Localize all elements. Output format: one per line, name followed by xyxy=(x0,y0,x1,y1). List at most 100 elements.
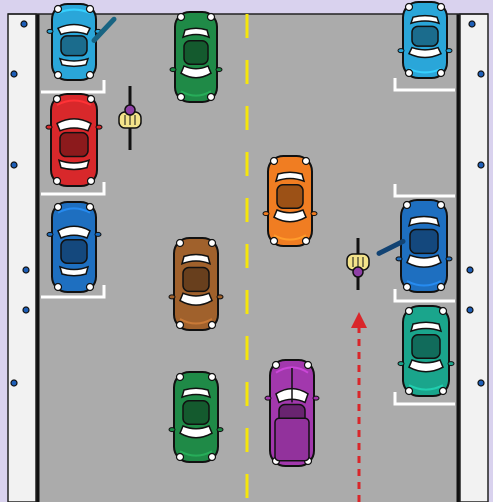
vehicle-taillight xyxy=(87,72,94,79)
marker-left-1 xyxy=(21,21,27,27)
vehicle-headlight xyxy=(177,322,184,329)
vehicle-taillight xyxy=(303,158,310,165)
left-sidewalk xyxy=(8,14,36,502)
vehicle-roof xyxy=(61,36,87,56)
vehicle-mirror xyxy=(263,212,269,216)
marker-left-4 xyxy=(23,267,29,273)
vehicle-taillight xyxy=(271,158,278,165)
moving-car-green-bottom xyxy=(169,372,223,462)
vehicle-roof xyxy=(60,133,88,157)
vehicle-headlight xyxy=(209,454,216,461)
right-sidewalk xyxy=(460,14,488,502)
vehicle-mirror xyxy=(169,428,175,432)
vehicle-headlight xyxy=(305,362,312,369)
vehicle-roof xyxy=(412,26,438,46)
parked-car-sky-blue-top-right xyxy=(398,2,452,78)
vehicle-roof xyxy=(412,335,440,358)
vehicle-mirror xyxy=(398,49,404,53)
moving-car-green-top xyxy=(170,12,222,102)
vehicle-headlight xyxy=(438,284,445,291)
vehicle-mirror xyxy=(170,68,176,72)
marker-right-1 xyxy=(469,21,475,27)
vehicle-headlight xyxy=(55,204,62,211)
marker-left-3 xyxy=(11,162,17,168)
truck-purple xyxy=(265,360,319,466)
moving-car-brown xyxy=(169,238,223,330)
marker-left-6 xyxy=(11,380,17,386)
vehicle-mirror xyxy=(217,295,223,299)
vehicle-roof xyxy=(61,240,87,263)
parked-car-blue-left xyxy=(47,202,101,292)
vehicle-mirror xyxy=(96,125,102,129)
vehicle-headlight xyxy=(208,94,215,101)
vehicle-roof xyxy=(183,267,209,291)
parked-car-blue-right xyxy=(396,200,452,292)
vehicle-roof xyxy=(410,229,438,253)
vehicle-mirror xyxy=(265,396,271,400)
truck-bed xyxy=(275,418,309,460)
marker-right-4 xyxy=(467,267,473,273)
vehicle-headlight xyxy=(271,238,278,245)
vehicle-headlight xyxy=(87,204,94,211)
vehicle-headlight xyxy=(406,388,413,395)
vehicle-headlight xyxy=(406,70,413,77)
vehicle-taillight xyxy=(55,72,62,79)
vehicle-headlight xyxy=(440,388,447,395)
vehicle-headlight xyxy=(55,6,62,13)
vehicle-mirror xyxy=(46,125,52,129)
vehicle-taillight xyxy=(406,308,413,315)
parked-car-red-left xyxy=(46,94,102,186)
vehicle-taillight xyxy=(88,178,95,185)
vehicle-taillight xyxy=(438,202,445,209)
moving-car-orange xyxy=(263,156,317,246)
vehicle-headlight xyxy=(178,94,185,101)
vehicle-roof xyxy=(184,41,208,64)
vehicle-mirror xyxy=(169,295,175,299)
vehicle-headlight xyxy=(303,238,310,245)
vehicle-taillight xyxy=(440,308,447,315)
parked-car-teal-right xyxy=(398,306,454,396)
vehicle-mirror xyxy=(446,257,452,261)
marker-right-5 xyxy=(467,307,473,313)
vehicle-headlight xyxy=(438,70,445,77)
vehicle-taillight xyxy=(209,240,216,247)
vehicle-headlight xyxy=(404,284,411,291)
vehicle-taillight xyxy=(177,374,184,381)
marker-right-2 xyxy=(478,71,484,77)
vehicle-taillight xyxy=(208,14,215,21)
vehicle-mirror xyxy=(398,362,404,366)
vehicle-mirror xyxy=(396,257,402,261)
vehicle-taillight xyxy=(177,240,184,247)
vehicle-roof xyxy=(277,185,303,208)
vehicle-mirror xyxy=(47,232,53,236)
vehicle-taillight xyxy=(438,4,445,11)
vehicle-taillight xyxy=(87,284,94,291)
vehicle-mirror xyxy=(448,362,454,366)
vehicle-mirror xyxy=(95,232,101,236)
vehicle-headlight xyxy=(273,362,280,369)
cyclist-helmet xyxy=(125,105,135,115)
vehicle-taillight xyxy=(54,178,61,185)
vehicle-taillight xyxy=(404,202,411,209)
marker-right-6 xyxy=(478,380,484,386)
marker-left-5 xyxy=(23,307,29,313)
vehicle-headlight xyxy=(87,6,94,13)
vehicle-taillight xyxy=(55,284,62,291)
vehicle-roof xyxy=(183,401,209,424)
marker-right-3 xyxy=(478,162,484,168)
vehicle-taillight xyxy=(406,4,413,11)
vehicle-headlight xyxy=(88,96,95,103)
vehicle-headlight xyxy=(177,454,184,461)
vehicle-mirror xyxy=(313,396,319,400)
vehicle-mirror xyxy=(217,428,223,432)
vehicle-headlight xyxy=(54,96,61,103)
vehicle-mirror xyxy=(311,212,317,216)
cyclist-helmet xyxy=(353,267,363,277)
vehicle-headlight xyxy=(209,322,216,329)
vehicle-taillight xyxy=(209,374,216,381)
vehicle-taillight xyxy=(178,14,185,21)
vehicle-mirror xyxy=(47,29,53,33)
vehicle-mirror xyxy=(446,49,452,53)
